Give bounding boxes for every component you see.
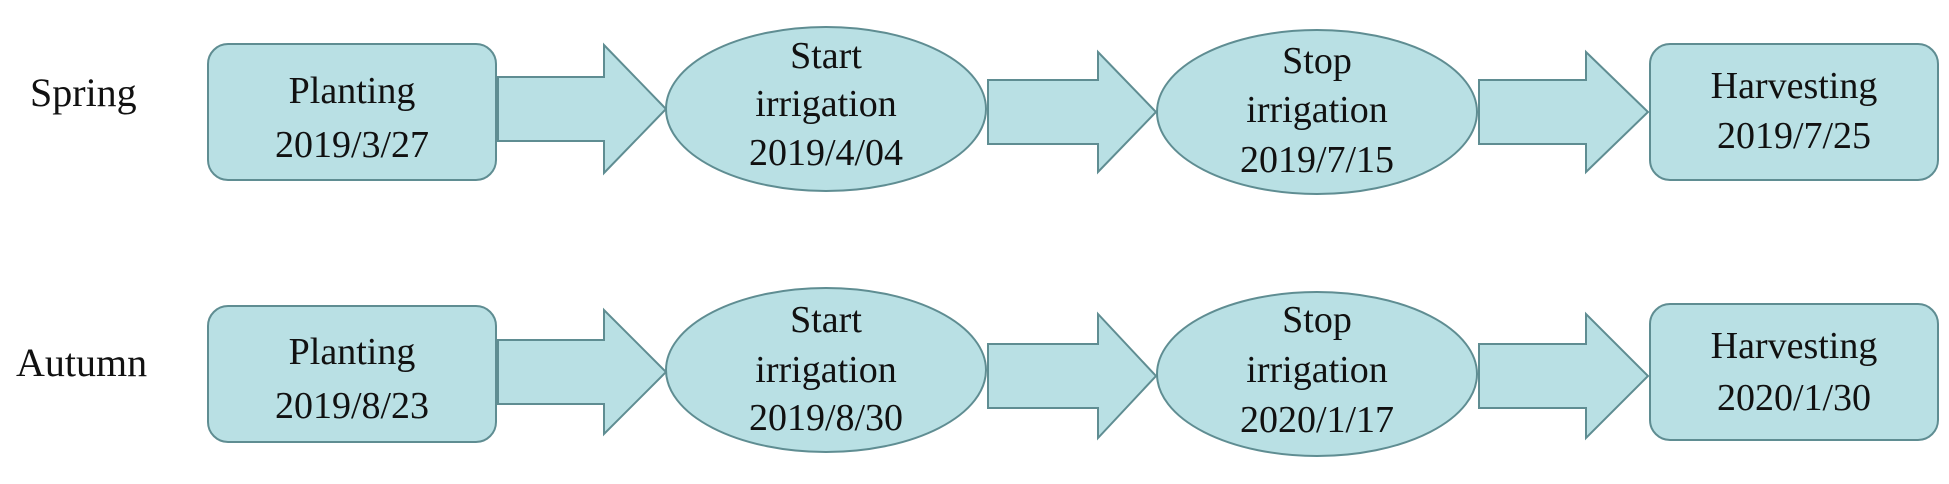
step-title: Planting: [289, 70, 416, 112]
step-harvesting-autumn: Harvesting 2020/1/30: [1649, 303, 1939, 441]
step-date: 2020/1/30: [1717, 377, 1871, 419]
arrow-right: [987, 49, 1158, 175]
step-harvesting-spring: Harvesting 2019/7/25: [1649, 43, 1939, 181]
step-title-line1: Stop: [1282, 40, 1352, 82]
step-date: 2019/4/04: [749, 132, 903, 174]
node-box: [1649, 43, 1939, 181]
node-box: [1649, 303, 1939, 441]
step-title-line1: Start: [790, 35, 862, 77]
step-title-line2: irrigation: [1246, 349, 1387, 391]
node-box: [207, 43, 497, 181]
step-title: Harvesting: [1711, 325, 1878, 367]
node-ellipse: [1156, 291, 1478, 457]
step-stop-irrigation-autumn: Stop irrigation 2020/1/17: [1156, 291, 1478, 457]
node-ellipse: [1156, 29, 1478, 195]
step-date: 2019/8/30: [749, 397, 903, 439]
step-title-line2: irrigation: [755, 349, 896, 391]
step-stop-irrigation-spring: Stop irrigation 2019/7/15: [1156, 29, 1478, 195]
step-date: 2019/7/25: [1717, 115, 1871, 157]
step-title: Planting: [289, 331, 416, 373]
row-spring: Spring Planting 2019/3/27 Start irrigati…: [30, 26, 1939, 195]
step-title-line2: irrigation: [1246, 89, 1387, 131]
step-title-line1: Start: [790, 299, 862, 341]
step-start-irrigation-autumn: Start irrigation 2019/8/30: [665, 287, 987, 453]
row-autumn: Autumn Planting 2019/8/23 Start irrigati…: [16, 287, 1939, 457]
step-planting-autumn: Planting 2019/8/23: [207, 305, 497, 443]
step-date: 2019/7/15: [1240, 139, 1394, 181]
step-date: 2019/8/23: [275, 385, 429, 427]
step-title: Harvesting: [1711, 65, 1878, 107]
step-title-line1: Stop: [1282, 299, 1352, 341]
arrow-right: [497, 307, 668, 437]
arrow-right: [1478, 311, 1650, 441]
step-start-irrigation-spring: Start irrigation 2019/4/04: [665, 26, 987, 192]
row-label-spring: Spring: [30, 70, 137, 115]
step-title-line2: irrigation: [755, 83, 896, 125]
arrow-right: [497, 42, 668, 176]
row-label-autumn: Autumn: [16, 340, 147, 385]
node-box: [207, 305, 497, 443]
step-date: 2020/1/17: [1240, 399, 1394, 441]
arrow-right: [1478, 49, 1650, 175]
step-date: 2019/3/27: [275, 124, 429, 166]
step-planting-spring: Planting 2019/3/27: [207, 43, 497, 181]
arrow-right: [987, 311, 1158, 441]
node-ellipse: [665, 287, 987, 453]
node-ellipse: [665, 26, 987, 192]
